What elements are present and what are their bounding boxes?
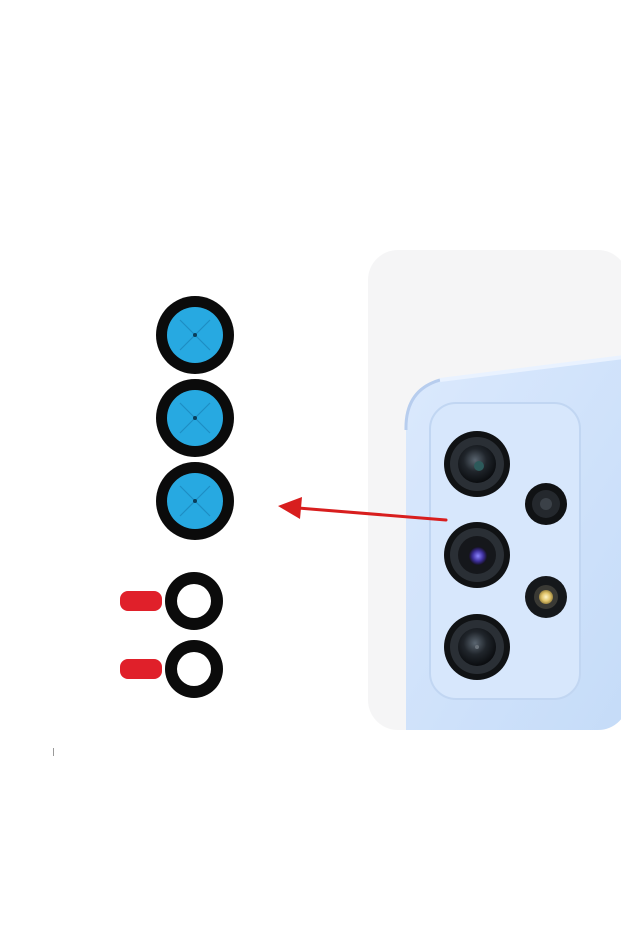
pull-tab	[120, 591, 162, 611]
lens-cover-icon	[156, 296, 234, 374]
lens-cover-group	[156, 296, 234, 540]
lens-cover-icon	[156, 462, 234, 540]
depth-sensor-lens	[525, 483, 567, 525]
arrow-left-icon	[278, 497, 448, 522]
lens-ring-icon	[120, 572, 223, 630]
phone-back	[404, 353, 621, 730]
pull-tab	[120, 659, 162, 679]
lens-ring-icon	[120, 640, 223, 698]
macro-camera-lens	[444, 614, 510, 680]
flash-icon	[525, 576, 567, 618]
lens-cover-icon	[156, 379, 234, 457]
main-camera-lens	[444, 431, 510, 497]
lens-ring-group	[120, 572, 223, 698]
wide-camera-lens	[444, 522, 510, 588]
stray-mark	[53, 748, 54, 756]
